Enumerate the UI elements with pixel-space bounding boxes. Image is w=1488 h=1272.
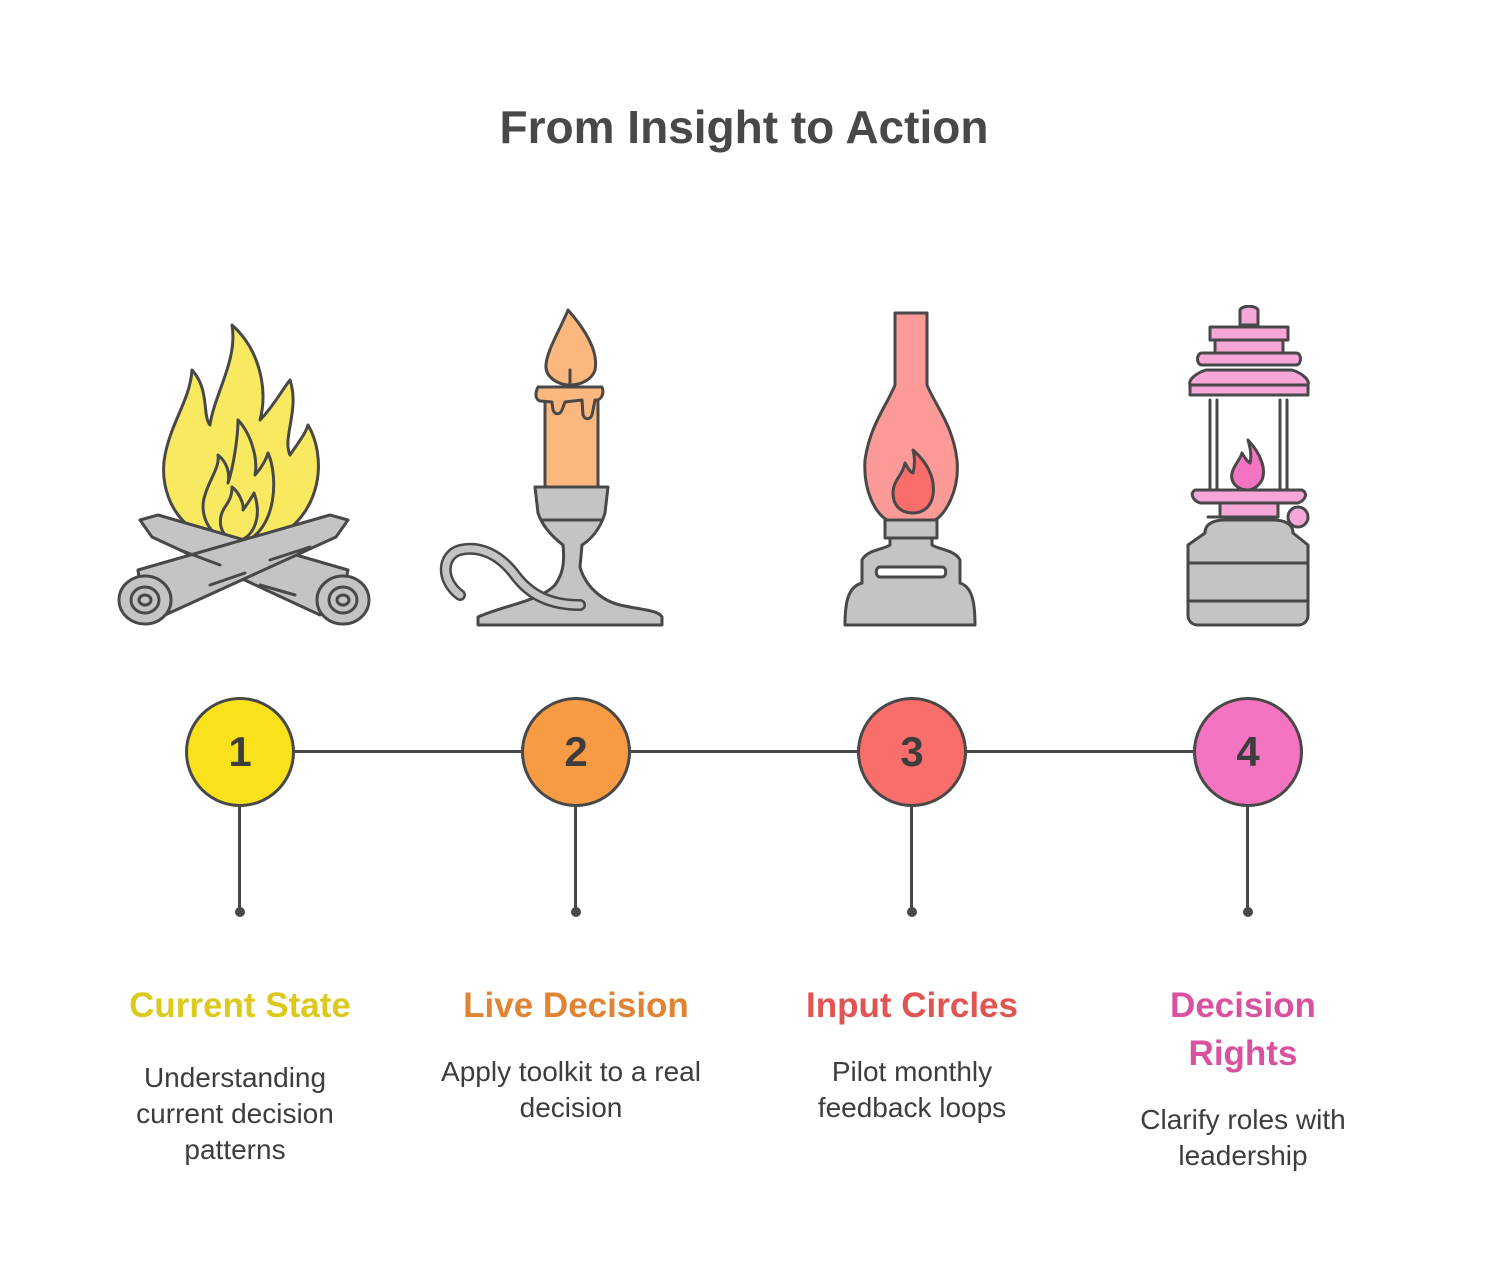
diagram-title: From Insight to Action — [499, 101, 989, 153]
step-1-label: Current State — [129, 986, 351, 1025]
oil-lamp-icon — [843, 311, 977, 627]
step-1-number: 1 — [228, 728, 252, 775]
step-2-number-circle: 2 — [521, 697, 631, 807]
step-3-dot — [907, 907, 917, 917]
step-2-stem — [574, 807, 577, 909]
step-1-number-circle: 1 — [185, 697, 295, 807]
step-4-number: 4 — [1236, 728, 1260, 775]
timeline-connector — [240, 750, 1248, 753]
step-4-stem — [1246, 807, 1249, 909]
step-1-dot — [235, 907, 245, 917]
step-2-dot — [571, 907, 581, 917]
step-4-description: Clarify roles with leadership — [1140, 1104, 1346, 1171]
lantern-icon — [1186, 305, 1310, 627]
step-1-description: Understanding current decision patterns — [136, 1062, 334, 1165]
step-2-label: Live Decision — [463, 986, 689, 1025]
step-3-label: Input Circles — [806, 986, 1018, 1025]
step-3-number-circle: 3 — [857, 697, 967, 807]
step-3-stem — [910, 807, 913, 909]
step-3-number: 3 — [900, 728, 924, 775]
step-4-dot — [1243, 907, 1253, 917]
step-2-number: 2 — [564, 728, 588, 775]
step-2-description: Apply toolkit to a real decision — [441, 1056, 701, 1123]
step-1-stem — [238, 807, 241, 909]
campfire-icon — [117, 323, 371, 626]
candle-icon — [439, 308, 664, 627]
step-3-description: Pilot monthly feedback loops — [817, 1056, 1007, 1123]
step-4-label: Decision Rights — [1170, 986, 1316, 1073]
step-4-number-circle: 4 — [1193, 697, 1303, 807]
